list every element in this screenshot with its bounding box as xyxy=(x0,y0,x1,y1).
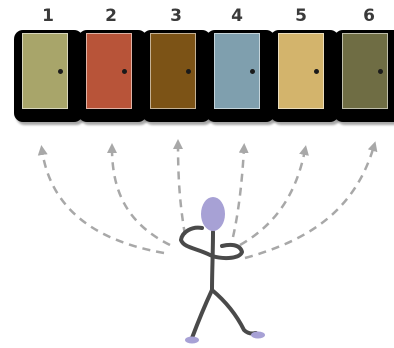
doorknob-icon xyxy=(314,69,319,74)
figure-leg-right xyxy=(210,288,258,336)
figure-arm-across xyxy=(210,242,244,261)
doorknob-icon xyxy=(58,69,63,74)
arrow-to-door-6-icon xyxy=(244,141,378,260)
figure-arm-raised xyxy=(179,225,212,257)
door-number-1: 1 xyxy=(42,6,54,26)
door-5[interactable] xyxy=(278,33,324,109)
figure-leg-left xyxy=(190,288,214,340)
door-frame-3 xyxy=(142,30,211,122)
arrow-to-door-3-icon xyxy=(173,139,187,236)
door-number-3: 3 xyxy=(170,6,182,26)
stick-figure xyxy=(179,225,258,340)
door-number-6: 6 xyxy=(363,6,375,26)
door-number-5: 5 xyxy=(295,6,307,26)
dashed-arrows xyxy=(37,139,378,260)
door-frame-6 xyxy=(334,30,394,122)
door-frame-4 xyxy=(206,30,275,122)
door-number-2: 2 xyxy=(105,6,117,26)
door-number-4: 4 xyxy=(231,6,243,26)
doorknob-icon xyxy=(250,69,255,74)
arrow-to-door-5-icon xyxy=(239,145,309,247)
door-2[interactable] xyxy=(86,33,132,109)
arrow-to-door-2-icon xyxy=(107,143,171,247)
door-4[interactable] xyxy=(214,33,260,109)
figure-foot-right xyxy=(251,331,265,339)
doorknob-icon xyxy=(122,69,127,74)
figure-torso xyxy=(210,230,215,292)
figure-foot-left xyxy=(185,336,199,344)
door-6[interactable] xyxy=(342,33,388,109)
arrow-to-door-1-icon xyxy=(37,145,165,255)
door-1[interactable] xyxy=(22,33,68,109)
figure-head xyxy=(201,197,225,231)
doorknob-icon xyxy=(378,69,383,74)
arrow-to-door-4-icon xyxy=(231,143,249,238)
door-frame-1 xyxy=(14,30,83,122)
door-frame-5 xyxy=(270,30,339,122)
doorknob-icon xyxy=(186,69,191,74)
door-3[interactable] xyxy=(150,33,196,109)
door-frame-2 xyxy=(78,30,147,122)
